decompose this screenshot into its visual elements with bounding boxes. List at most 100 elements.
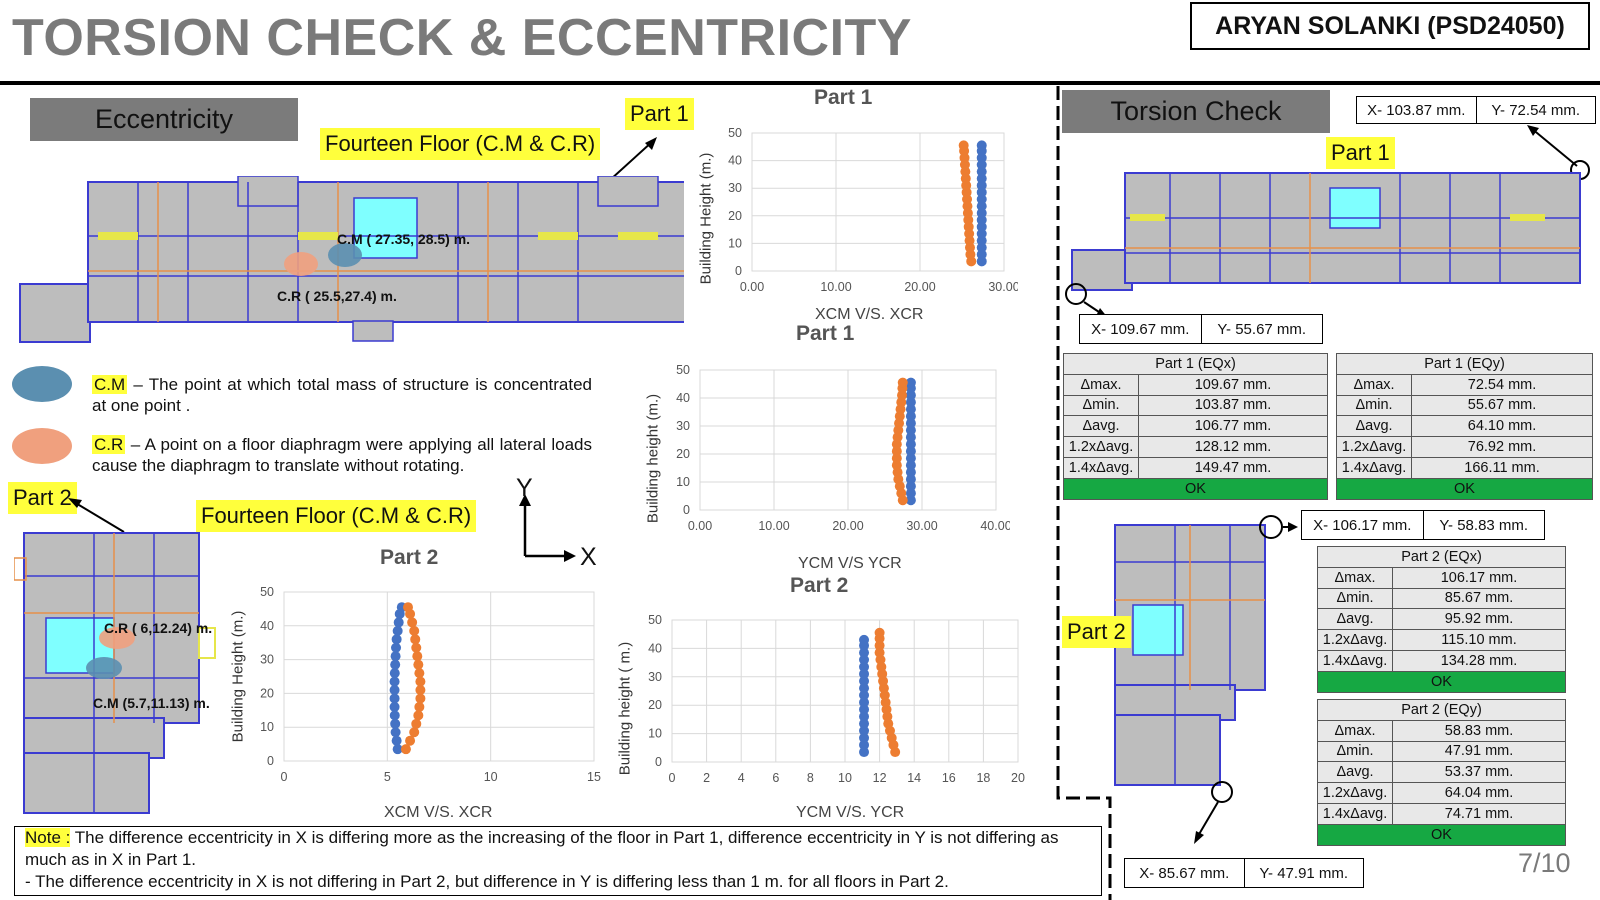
table-status-row: OK [1336, 477, 1593, 500]
table-row-label: Δavg. [1317, 761, 1393, 784]
y-tick-label: 10 [676, 475, 690, 489]
table-row-value: 128.12 mm. [1138, 436, 1328, 458]
cm-point-1: C.M ( 27.35, 28.5) m. [337, 231, 471, 247]
chart3-title: Part 2 [380, 546, 439, 569]
table-row-label: Δavg. [1336, 415, 1412, 438]
y-tick-label: 20 [648, 698, 662, 712]
p2-top-disp-box: X- 106.17 mm.Y- 58.83 mm. [1301, 510, 1545, 540]
series-0-point [390, 718, 401, 729]
x-tick-label: 4 [738, 771, 745, 785]
table-title: Part 2 (EQy) [1317, 699, 1566, 721]
series-0-point [905, 377, 916, 388]
y-tick-label: 20 [260, 686, 274, 700]
xy-axis-indicator [519, 494, 576, 562]
torsion-part1-tag: Part 1 [1326, 137, 1395, 169]
series-0-point [390, 659, 401, 670]
y-tick-label: 30 [676, 419, 690, 433]
series-1-point [405, 735, 416, 746]
eccentricity-header: Eccentricity [30, 98, 298, 141]
table-row-label: 1.2xΔavg. [1317, 629, 1393, 651]
floor-plan-part1 [19, 176, 684, 343]
table-row-value: 106.17 mm. [1392, 566, 1566, 589]
note-box: Note : The difference eccentricity in X … [14, 826, 1102, 896]
series-1-point [874, 627, 885, 638]
series-0-point [391, 634, 402, 645]
series-0-point [976, 159, 987, 170]
table-row-value: 64.10 mm. [1411, 415, 1593, 438]
chart1-ylabel: Building Height (m.) [697, 152, 715, 285]
x-tick-label: 20.00 [904, 280, 935, 294]
cr-legend: C.R – A point on a floor diaphragm were … [92, 434, 592, 476]
series-1-point [407, 617, 418, 628]
table-part1-eqy: Part 1 (EQy)Δmax.72.54 mm.Δmin.55.67 mm.… [1336, 353, 1593, 500]
y-tick-label: 30 [648, 670, 662, 684]
series-1-point [897, 377, 908, 388]
table-row-label: 1.4xΔavg. [1317, 649, 1393, 672]
table-row-label: Δmin. [1336, 394, 1412, 417]
table-row-value: 76.92 mm. [1411, 436, 1593, 458]
table-row-value: 109.67 mm. [1138, 373, 1328, 396]
table-header-row: Part 1 (EQx) [1063, 353, 1328, 375]
x-tick-label: 18 [976, 771, 990, 785]
torsion-plan-part2 [1114, 524, 1266, 786]
x-tick-label: 0 [281, 770, 288, 784]
table-row-value: 55.67 mm. [1411, 394, 1593, 417]
x-tick-label: 0.00 [740, 280, 764, 294]
note-tag: Note : [25, 828, 71, 847]
series-0-point [976, 194, 987, 205]
series-1-point [413, 659, 424, 670]
series-0-point [905, 467, 916, 478]
series-0-point [859, 654, 870, 665]
y-tick-label: 40 [676, 391, 690, 405]
table-row: Δavg.53.37 mm. [1317, 761, 1566, 784]
series-0-point [392, 625, 403, 636]
x-tick-label: 0 [669, 771, 676, 785]
series-0-point [905, 425, 916, 436]
table-row-label: 1.4xΔavg. [1336, 456, 1412, 479]
chart3-ylabel: Building Height (m.) [229, 610, 247, 743]
series-0-point [976, 208, 987, 219]
x-tick-label: 15 [587, 770, 601, 784]
table-part2-eqx: Part 2 (EQx)Δmax.106.17 mm.Δmin.85.67 mm… [1317, 546, 1566, 693]
series-1-point [415, 685, 426, 696]
floor-label-1: Fourteen Floor (C.M & C.R) [320, 128, 601, 160]
series-0-point [859, 725, 870, 736]
y-tick-label: 10 [648, 727, 662, 741]
part1-arrow [609, 137, 657, 181]
table-part1-eqx: Part 1 (EQx)Δmax.109.67 mm.Δmin.103.87 m… [1063, 353, 1328, 500]
y-tick-label: 0 [683, 503, 690, 517]
x-tick-label: 30.00 [906, 519, 937, 533]
table-row-label: Δmin. [1317, 587, 1393, 610]
series-1-point [891, 460, 902, 471]
series-0-point [976, 166, 987, 177]
series-0-point [905, 481, 916, 492]
y-tick-label: 0 [735, 264, 742, 278]
table-row-label: 1.2xΔavg. [1317, 782, 1393, 804]
chart1-caption: XCM V/S. XCR [815, 306, 924, 323]
chart4-caption: YCM V/S. YCR [796, 804, 905, 821]
series-0-point [859, 718, 870, 729]
x-tick-label: 30.00 [988, 280, 1018, 294]
series-0-point [389, 701, 400, 712]
table-row-value: 85.67 mm. [1392, 587, 1566, 610]
x-tick-label: 8 [807, 771, 814, 785]
table-header-row: Part 2 (EQy) [1317, 699, 1566, 721]
p2-bottom-x: X- 85.67 mm. [1139, 864, 1230, 882]
table-row-label: 1.4xΔavg. [1317, 802, 1393, 825]
table-row-value: 58.83 mm. [1392, 719, 1566, 742]
plot-area [283, 591, 595, 762]
table-title: Part 2 (EQx) [1317, 546, 1566, 568]
series-0-point [859, 739, 870, 750]
table-row: Δavg.106.77 mm. [1063, 415, 1328, 438]
table-row: 1.2xΔavg.76.92 mm. [1336, 436, 1593, 458]
x-tick-label: 10.00 [820, 280, 851, 294]
series-0-point [905, 453, 916, 464]
series-0-point [976, 214, 987, 225]
table-row: Δmin.103.87 mm. [1063, 394, 1328, 417]
chart1-title: Part 1 [814, 86, 873, 109]
series-0-point [905, 432, 916, 443]
series-0-point [859, 747, 870, 758]
author-box: ARYAN SOLANKI (PSD24050) [1190, 2, 1590, 50]
table-row-label: Δmin. [1063, 394, 1139, 417]
p1-top-y: Y- 72.54 mm. [1475, 97, 1596, 123]
